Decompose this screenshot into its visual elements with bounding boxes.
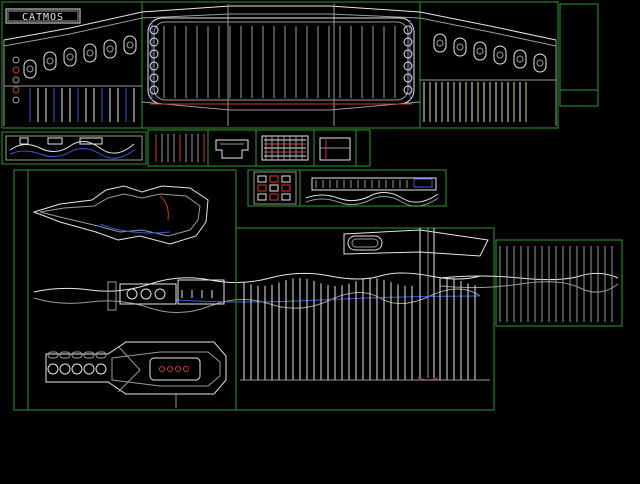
gauge-knob [516,55,524,63]
indicator-dot [159,366,165,372]
gauge-right [493,45,507,65]
engine-port [126,288,138,300]
center-rivet [403,25,413,35]
gauge-knob [126,41,134,49]
center-rivet [403,37,413,47]
gauge-knob [26,65,34,73]
wheel [47,363,59,375]
gauge-knob [456,43,464,51]
side-light [12,96,20,104]
wheel [95,363,107,375]
indicator-dot [167,366,173,372]
gauge-left [83,43,97,63]
wheel [83,363,95,375]
gauge-right [433,33,447,53]
main-right-details [240,246,613,381]
left-detail-strip [1,131,147,165]
side-light [12,56,20,64]
hull-stripes [4,26,556,122]
parts-row-details [155,134,306,162]
side-light [12,86,20,94]
wheel-top [83,351,95,359]
ship-silhouette-top [32,185,209,245]
center-rivet [403,73,413,83]
main-left-details [47,288,213,375]
parts-row [147,129,371,167]
vehicle-top [45,341,227,395]
center-rivet [149,85,159,95]
gauge-left [43,51,57,71]
wheel-top [71,351,83,359]
control-button [269,193,279,201]
gauge-right [533,53,547,73]
center-rivet [403,85,413,95]
control-button [269,184,279,192]
gauge-left [23,59,37,79]
control-button [281,175,291,183]
gauge-knob [436,39,444,47]
control-panel-details [257,175,408,201]
gauge-left [103,39,117,59]
gauge-left [63,47,77,67]
gauge-cluster [12,25,547,104]
logo: CATMOS [5,8,81,24]
gauge-knob [106,45,114,53]
logo-text: CATMOS [22,12,64,23]
gauge-right [513,49,527,69]
gauge-knob [496,51,504,59]
control-button [281,193,291,201]
engine-port [154,288,166,300]
wheel-top [59,351,71,359]
gauge-knob [86,49,94,57]
center-rivet [149,37,159,47]
center-rivet [149,49,159,59]
indicator-dot [175,366,181,372]
center-rivet [403,49,413,59]
gauge-knob [66,53,74,61]
center-rivet [149,73,159,83]
center-rivet [149,25,159,35]
control-button [257,175,267,183]
gauge-knob [536,59,544,67]
top-hull-panel: CATMOS [1,1,599,129]
wheel [71,363,83,375]
wheel-top [47,351,59,359]
center-rivet [403,61,413,71]
center-rivet [149,61,159,71]
gauge-knob [46,57,54,65]
side-light [12,66,20,74]
gauge-right [473,41,487,61]
wheel-top [95,351,107,359]
wheel [59,363,71,375]
indicator-dot [183,366,189,372]
control-button [281,184,291,192]
gauge-right [453,37,467,57]
control-button [257,193,267,201]
control-button [257,184,267,192]
gauge-left [123,35,137,55]
control-button [269,175,279,183]
gauge-knob [476,47,484,55]
engine-port [140,288,152,300]
control-panel [247,169,447,207]
side-light [12,76,20,84]
